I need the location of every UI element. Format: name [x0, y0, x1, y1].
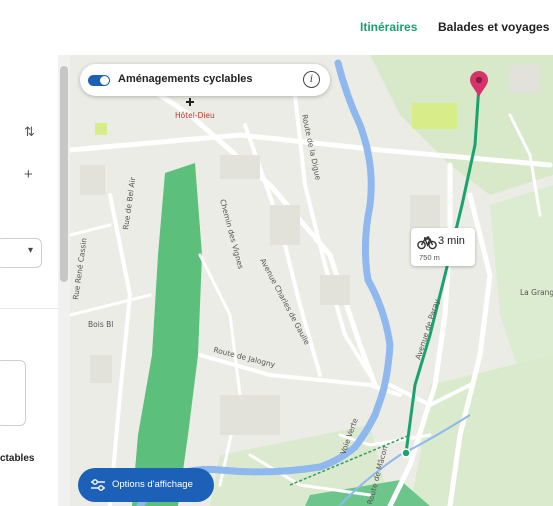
info-icon[interactable]: i: [303, 71, 320, 88]
top-tab-bar: Itinéraires Balades et voyages: [0, 0, 553, 55]
label-bois: Bois Bl: [88, 320, 113, 329]
river: [136, 59, 394, 506]
label-rue-bel-air: Rue de Bel Air: [121, 176, 137, 231]
bike-route: [404, 83, 481, 455]
scrollbar-thumb[interactable]: [60, 66, 68, 282]
label-avenue-paray: Avenue de Paray: [413, 297, 441, 360]
sports-field: [412, 103, 457, 129]
stream: [339, 414, 471, 506]
left-panel: ⇅ + ▾ ctables: [0, 55, 59, 506]
tab-balades-et-voyages[interactable]: Balades et voyages: [438, 20, 550, 34]
route-info-box[interactable]: 3 min 750 m: [411, 228, 475, 266]
option-card[interactable]: [0, 360, 26, 426]
cycling-layer-toggle-card: Aménagements cyclables i: [80, 64, 330, 96]
option-label: ctables: [0, 453, 35, 464]
cycle-path: [289, 434, 411, 486]
label-chemin-vignes: Chemin des Vignes: [218, 198, 245, 270]
display-options-label: Options d'affichage: [112, 479, 193, 490]
route-start-marker[interactable]: [401, 448, 411, 458]
label-rue-rene-cassin: Rue René Cassin: [71, 237, 89, 300]
label-la-grange: La Grang: [520, 288, 553, 297]
divider: [0, 308, 58, 309]
cycling-layer-label: Aménagements cyclables: [118, 73, 253, 85]
park-area: [210, 425, 390, 506]
label-avenue-charles: Avenue Charles de Gaulle: [258, 257, 311, 347]
map-view[interactable]: Hôtel-Dieu Rue de Bel Air Rue René Cassi…: [70, 55, 553, 506]
route-time: 3 min: [438, 235, 465, 247]
map-canvas: Hôtel-Dieu Rue de Bel Air Rue René Cassi…: [70, 55, 553, 506]
label-hospital: Hôtel-Dieu: [175, 111, 215, 120]
swap-icon[interactable]: ⇅: [24, 124, 35, 139]
cycling-layer-toggle[interactable]: [88, 75, 110, 86]
display-options-button[interactable]: Options d'affichage: [78, 468, 214, 502]
tab-itineraires[interactable]: Itinéraires: [360, 20, 418, 34]
park-area: [410, 355, 553, 506]
hospital-icon: [186, 98, 194, 106]
bicycle-icon: [417, 236, 437, 250]
sports-field: [95, 123, 107, 135]
destination-pin-icon[interactable]: [470, 71, 488, 97]
sliders-icon: [91, 479, 105, 491]
route-distance: 750 m: [419, 253, 440, 262]
mode-select[interactable]: ▾: [0, 238, 42, 268]
add-stop-icon[interactable]: +: [24, 166, 33, 183]
park-area: [490, 185, 553, 375]
forest-area: [132, 163, 202, 506]
chevron-down-icon: ▾: [27, 245, 33, 256]
